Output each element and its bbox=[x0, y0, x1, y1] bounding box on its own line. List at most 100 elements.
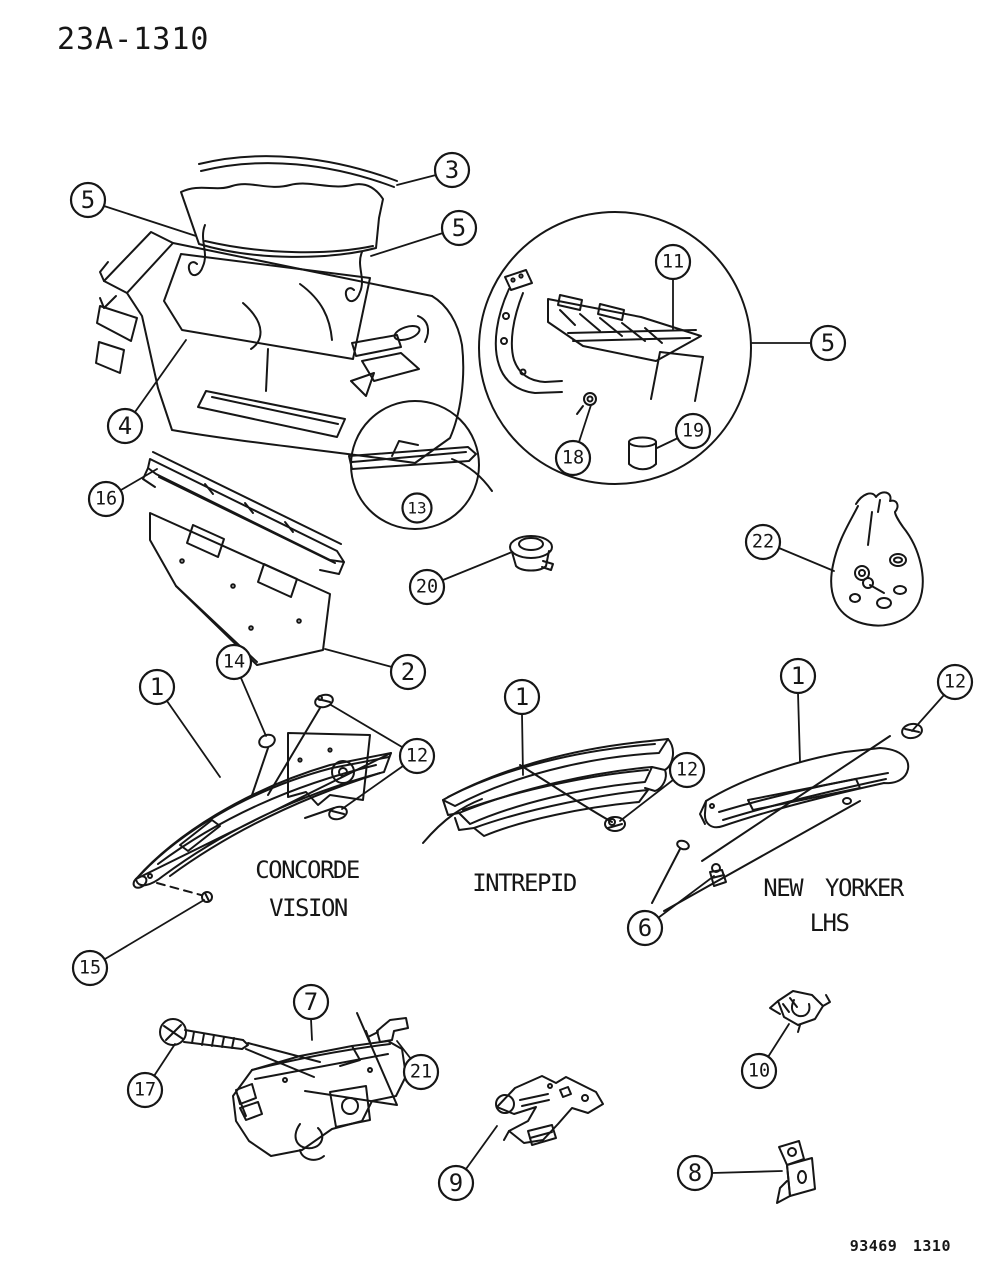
spoiler-nut-intrepid bbox=[604, 816, 626, 832]
callout-number: 2 bbox=[401, 658, 415, 686]
callout-number: 16 bbox=[95, 489, 117, 510]
callout-circle bbox=[138, 668, 176, 706]
seal-end-right bbox=[344, 251, 363, 303]
callout-number: 5 bbox=[81, 186, 95, 214]
callout-number: 5 bbox=[452, 214, 466, 242]
spoiler-nut-upper bbox=[314, 693, 334, 709]
callout-circle bbox=[87, 480, 125, 518]
callout-9-26: 9 bbox=[437, 1164, 475, 1202]
callout-number: 13 bbox=[407, 499, 426, 518]
callout-21-25: 21 bbox=[402, 1053, 440, 1091]
callout-circle bbox=[668, 751, 706, 789]
leader-line-1 bbox=[396, 174, 437, 186]
callout-3-1: 3 bbox=[433, 151, 471, 189]
callout-number: 1 bbox=[791, 662, 805, 690]
header-rail-part-16 bbox=[142, 451, 345, 575]
callout-number: 20 bbox=[416, 577, 438, 598]
callout-1-15: 1 bbox=[138, 668, 176, 706]
leader-line-2 bbox=[103, 205, 197, 237]
callout-number: 17 bbox=[134, 1080, 156, 1101]
callout-circle bbox=[779, 657, 817, 695]
latch-part-7 bbox=[159, 1012, 409, 1161]
callout-12-19: 12 bbox=[668, 751, 706, 789]
screw-part-17 bbox=[159, 1018, 249, 1050]
callout-12-21: 12 bbox=[936, 663, 974, 701]
leader-line-16 bbox=[341, 765, 404, 810]
callout-circle bbox=[936, 663, 974, 701]
callout-circle bbox=[292, 983, 330, 1021]
callout-5-10: 5 bbox=[809, 324, 847, 362]
callout-number: 6 bbox=[638, 914, 652, 942]
spoiler-new-yorker-part-1 bbox=[651, 722, 923, 912]
callout-11-7: 11 bbox=[654, 243, 692, 281]
callout-number: 18 bbox=[562, 448, 584, 469]
diagram-artwork bbox=[95, 155, 924, 1204]
callout-7-23: 7 bbox=[292, 983, 330, 1021]
callout-10-27: 10 bbox=[740, 1052, 778, 1090]
callout-number: 1 bbox=[515, 683, 529, 711]
vehicle-label-vision: VISION bbox=[269, 894, 347, 922]
callout-number: 11 bbox=[662, 252, 684, 273]
callout-circle bbox=[503, 678, 541, 716]
leader-line-21 bbox=[911, 694, 945, 732]
callout-number: 21 bbox=[410, 1062, 432, 1083]
callout-number: 1 bbox=[150, 673, 164, 701]
callout-number: 15 bbox=[79, 958, 101, 979]
callout-1-20: 1 bbox=[779, 657, 817, 695]
leader-line-7 bbox=[578, 404, 592, 443]
callout-number: 4 bbox=[118, 412, 132, 440]
callout-circle bbox=[398, 737, 436, 775]
bumper-part-19 bbox=[628, 441, 657, 471]
seal-end-left bbox=[187, 224, 206, 277]
leader-line-17 bbox=[104, 899, 205, 960]
callout-circle bbox=[744, 523, 782, 561]
bracket-part-8 bbox=[776, 1140, 816, 1204]
callout-20-11: 20 bbox=[408, 568, 446, 606]
hinge-detail-circle-part-5 bbox=[478, 211, 752, 485]
callout-number: 7 bbox=[304, 988, 318, 1016]
plate-code: 93469 1310 bbox=[850, 1237, 951, 1255]
spoiler-nut-lower bbox=[328, 805, 348, 821]
leader-line-26 bbox=[465, 1125, 498, 1170]
callout-number: 10 bbox=[748, 1061, 770, 1082]
callout-2-13: 2 bbox=[389, 653, 427, 691]
leader-line-4 bbox=[134, 339, 187, 413]
callout-number: 12 bbox=[676, 760, 698, 781]
leader-line-22 bbox=[657, 875, 715, 919]
callout-circle bbox=[215, 643, 253, 681]
diagram-code: 23A-1310 bbox=[57, 22, 210, 57]
callout-number: 12 bbox=[406, 746, 428, 767]
callout-circle bbox=[402, 1053, 440, 1091]
spoiler-intrepid-part-1 bbox=[422, 738, 674, 844]
callout-circle bbox=[440, 209, 478, 247]
callout-17-24: 17 bbox=[126, 1071, 164, 1109]
callout-circle bbox=[740, 1052, 778, 1090]
callout-8-28: 8 bbox=[676, 1154, 714, 1192]
callout-circle bbox=[809, 324, 847, 362]
bracket-part-9 bbox=[495, 1075, 604, 1146]
vehicle-label-concorde: CONCORDE bbox=[255, 856, 359, 884]
vehicle-label-intrepid: INTREPID bbox=[472, 869, 576, 897]
callout-number: 12 bbox=[944, 672, 966, 693]
callout-22-12: 22 bbox=[744, 523, 782, 561]
aperture-seal bbox=[163, 253, 371, 360]
callout-circle bbox=[106, 407, 144, 445]
callout-circle bbox=[674, 412, 712, 450]
callout-circle bbox=[433, 151, 471, 189]
callout-circle bbox=[408, 568, 446, 606]
callout-circle bbox=[401, 492, 433, 524]
callout-circle bbox=[654, 243, 692, 281]
callout-number: 8 bbox=[688, 1159, 702, 1187]
leader-lines bbox=[103, 174, 945, 1174]
callout-4-4: 4 bbox=[106, 407, 144, 445]
leader-line-3 bbox=[370, 232, 444, 257]
clip-part-21 bbox=[365, 1017, 409, 1043]
callout-14-14: 14 bbox=[215, 643, 253, 681]
callout-circle bbox=[437, 1164, 475, 1202]
detail-circle-part-13 bbox=[348, 400, 493, 530]
leader-line-25 bbox=[396, 1040, 412, 1060]
vehicle-label-lhs: LHS bbox=[810, 909, 849, 937]
callout-5-3: 5 bbox=[440, 209, 478, 247]
callout-circle bbox=[389, 653, 427, 691]
